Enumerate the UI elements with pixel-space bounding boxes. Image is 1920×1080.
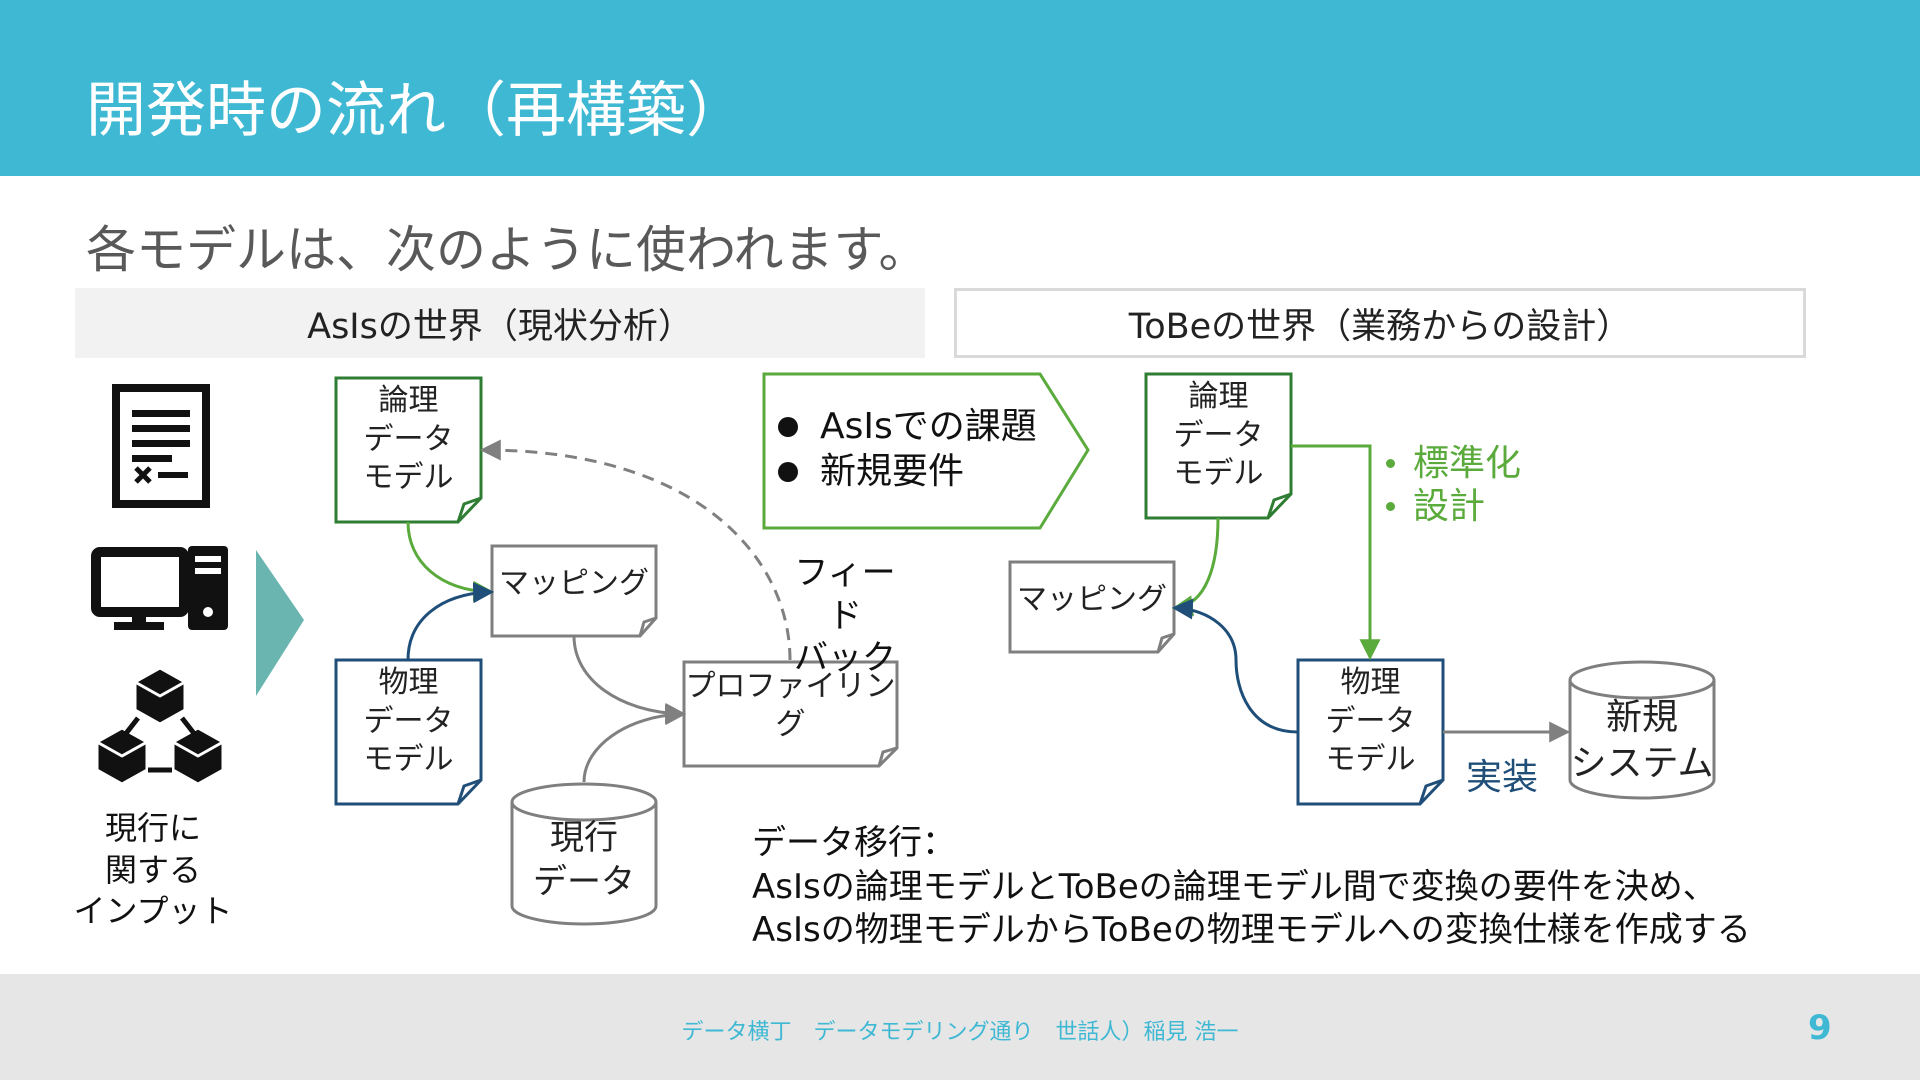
asis-current-data-cylinder bbox=[510, 782, 658, 926]
tobe-logical-model-box bbox=[1144, 372, 1293, 520]
asis-profiling-box bbox=[682, 660, 899, 768]
asis-physical-model-box bbox=[334, 658, 483, 806]
asis-mapping-box bbox=[490, 544, 658, 638]
cubes-icon bbox=[95, 666, 225, 786]
asis-logical-model-box bbox=[334, 376, 483, 524]
issue-item: AsIsでの課題 bbox=[778, 404, 1088, 449]
asis-logical-to-mapping-arrow bbox=[406, 521, 495, 602]
design-point-item: 設計 bbox=[1386, 485, 1521, 528]
asis-physical-to-mapping-arrow bbox=[406, 582, 495, 661]
asis-physical-model-label: 物理データモデル bbox=[363, 665, 454, 778]
tobe-logical-to-mapping-arrow bbox=[1171, 517, 1220, 617]
tobe-logical-to-physical-arrow bbox=[1291, 444, 1381, 661]
issues-list: AsIsでの課題 新規要件 bbox=[778, 404, 1088, 494]
tobe-mapping-label: マッピング bbox=[1017, 581, 1167, 617]
asis-current-data-label: 現行データ bbox=[533, 818, 635, 902]
issues-callout-box bbox=[762, 372, 1090, 530]
page-title: 開発時の流れ（再構築） bbox=[86, 76, 746, 146]
page-subtitle: 各モデルは、次のように使われます。 bbox=[86, 221, 929, 279]
design-points-list: 標準化 設計 bbox=[1386, 442, 1521, 528]
tobe-new-system-label: 新規システム bbox=[1570, 696, 1714, 784]
feedback-label: フィードバック bbox=[794, 553, 896, 678]
asis-logical-model-label: 論理データモデル bbox=[363, 383, 454, 496]
tobe-mapping-box bbox=[1008, 560, 1176, 654]
tobe-physical-model-box bbox=[1296, 658, 1445, 806]
asis-mapping-label: マッピング bbox=[499, 565, 649, 601]
asis-data-to-profiling-arrow bbox=[582, 704, 687, 783]
migration-note: データ移行： AsIsの論理モデルとToBeの論理モデル間で変換の要件を決め、 … bbox=[752, 823, 1751, 951]
chevron-right-icon bbox=[256, 550, 304, 696]
implementation-label: 実装 bbox=[1466, 757, 1539, 798]
issue-item: 新規要件 bbox=[778, 449, 1088, 494]
current-inputs-label: 現行に関するインプット bbox=[73, 809, 233, 931]
tobe-logical-model-label: 論理データモデル bbox=[1173, 379, 1264, 492]
design-point-item: 標準化 bbox=[1386, 442, 1521, 485]
cubes-links bbox=[122, 716, 198, 773]
asis-world-header: AsIsの世界（現状分析） bbox=[75, 288, 925, 358]
title-bar bbox=[0, 0, 1920, 176]
page-number: 9 bbox=[1808, 1008, 1832, 1048]
feedback-dashed-arrow bbox=[479, 439, 792, 661]
tobe-physical-model-label: 物理データモデル bbox=[1325, 665, 1416, 778]
asis-profiling-label: プロファイリング bbox=[685, 668, 896, 742]
document-icon bbox=[112, 384, 210, 508]
footer-text: データ横丁 データモデリング通り 世話人）稲見 浩一 bbox=[681, 1020, 1239, 1045]
asis-mapping-to-profiling-arrow bbox=[572, 635, 687, 724]
computer-icon bbox=[91, 546, 228, 630]
tobe-new-system-cylinder bbox=[1568, 660, 1716, 800]
tobe-physical-to-mapping-arrow bbox=[1171, 598, 1299, 734]
footer-bar bbox=[0, 974, 1920, 1080]
tobe-world-header: ToBeの世界（業務からの設計） bbox=[954, 288, 1806, 358]
